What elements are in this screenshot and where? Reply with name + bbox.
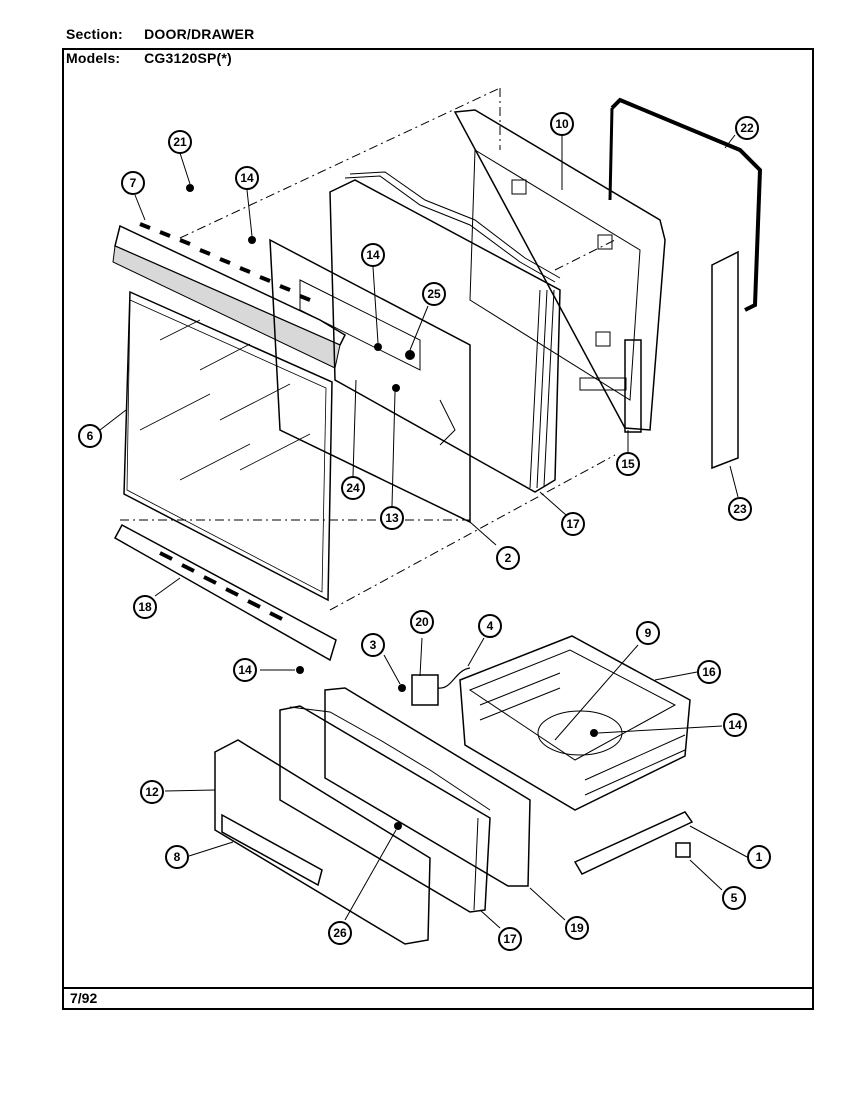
callout-16: 16 [697,660,721,684]
svg-text:9: 9 [645,626,652,640]
callout-17-upper: 17 [561,512,585,536]
svg-text:20: 20 [415,615,429,629]
callout-5: 5 [722,886,746,910]
callout-14-door-bottom: 14 [233,658,257,682]
callout-1: 1 [747,845,771,869]
svg-text:1: 1 [756,850,763,864]
callout-20: 20 [410,610,434,634]
section-label: Section: [66,26,123,42]
callout-21: 21 [168,130,192,154]
svg-text:25: 25 [427,287,441,301]
callout-labels: 21 7 14 10 22 14 25 6 24 13 15 17 23 2 1… [78,112,771,951]
drawer-insulation-part [279,705,491,913]
door-frame-part [453,109,666,431]
svg-text:13: 13 [385,511,399,525]
callout-7: 7 [121,171,145,195]
svg-text:6: 6 [87,429,94,443]
callout-14-drawer: 14 [723,713,747,737]
callout-22: 22 [735,116,759,140]
side-strip-part [711,250,739,470]
svg-text:17: 17 [566,517,580,531]
callout-17-lower: 17 [498,927,522,951]
door-glass-part [123,290,333,602]
drawer-switch-part [411,667,471,706]
svg-text:10: 10 [555,117,569,131]
drawer-box-part [459,635,691,811]
insulation-part [329,171,561,493]
leader-lines [99,134,748,929]
callout-24: 24 [341,476,365,500]
svg-text:8: 8 [174,850,181,864]
rail-clip-part [675,842,691,858]
svg-text:14: 14 [240,171,254,185]
svg-text:4: 4 [487,619,494,633]
svg-text:14: 14 [366,248,380,262]
section-value: DOOR/DRAWER [144,26,255,42]
callout-12: 12 [140,780,164,804]
svg-text:12: 12 [145,785,159,799]
callout-19: 19 [565,916,589,940]
callout-14-top: 14 [235,166,259,190]
callout-4: 4 [478,614,502,638]
drawer-rail-part [573,811,694,875]
callout-2: 2 [496,546,520,570]
models-label: Models: [66,50,121,66]
bottom-trim-part [113,523,337,662]
callout-8: 8 [165,845,189,869]
callout-26: 26 [328,921,352,945]
screw-parts [186,184,598,830]
section-heading: Section: DOOR/DRAWER [66,26,254,42]
svg-text:7: 7 [130,176,137,190]
drawer-handle-part [221,813,323,887]
diagram-frame [62,48,814,1010]
inner-door-panel-part [269,238,471,524]
top-trim-part [112,222,346,369]
svg-text:22: 22 [740,121,754,135]
svg-text:26: 26 [333,926,347,940]
svg-text:23: 23 [733,502,747,516]
svg-text:2: 2 [505,551,512,565]
svg-text:24: 24 [346,481,360,495]
models-heading: Models: CG3120SP(*) [66,50,232,66]
svg-text:16: 16 [702,665,716,679]
door-hinge-part [579,339,642,433]
callout-3: 3 [361,633,385,657]
callout-10: 10 [550,112,574,136]
svg-text:3: 3 [370,638,377,652]
svg-text:14: 14 [238,663,252,677]
callout-15: 15 [616,452,640,476]
svg-text:5: 5 [731,891,738,905]
models-value: CG3120SP(*) [144,50,232,66]
callout-13: 13 [380,506,404,530]
footer-divider [62,987,814,989]
callout-18: 18 [133,595,157,619]
drawer-inner-panel-part [324,687,531,887]
svg-text:21: 21 [173,135,187,149]
callout-6: 6 [78,424,102,448]
footer-date: 7/92 [70,990,98,1006]
drawer-front-part [214,739,431,945]
callout-14-mid: 14 [361,243,385,267]
callout-25: 25 [422,282,446,306]
svg-text:15: 15 [621,457,635,471]
callout-9: 9 [636,621,660,645]
assembly-guide-lines [120,87,616,611]
door-gasket-part [610,97,763,312]
svg-text:14: 14 [728,718,742,732]
svg-text:19: 19 [570,921,584,935]
svg-text:17: 17 [503,932,517,946]
callout-23: 23 [728,497,752,521]
svg-text:18: 18 [138,600,152,614]
